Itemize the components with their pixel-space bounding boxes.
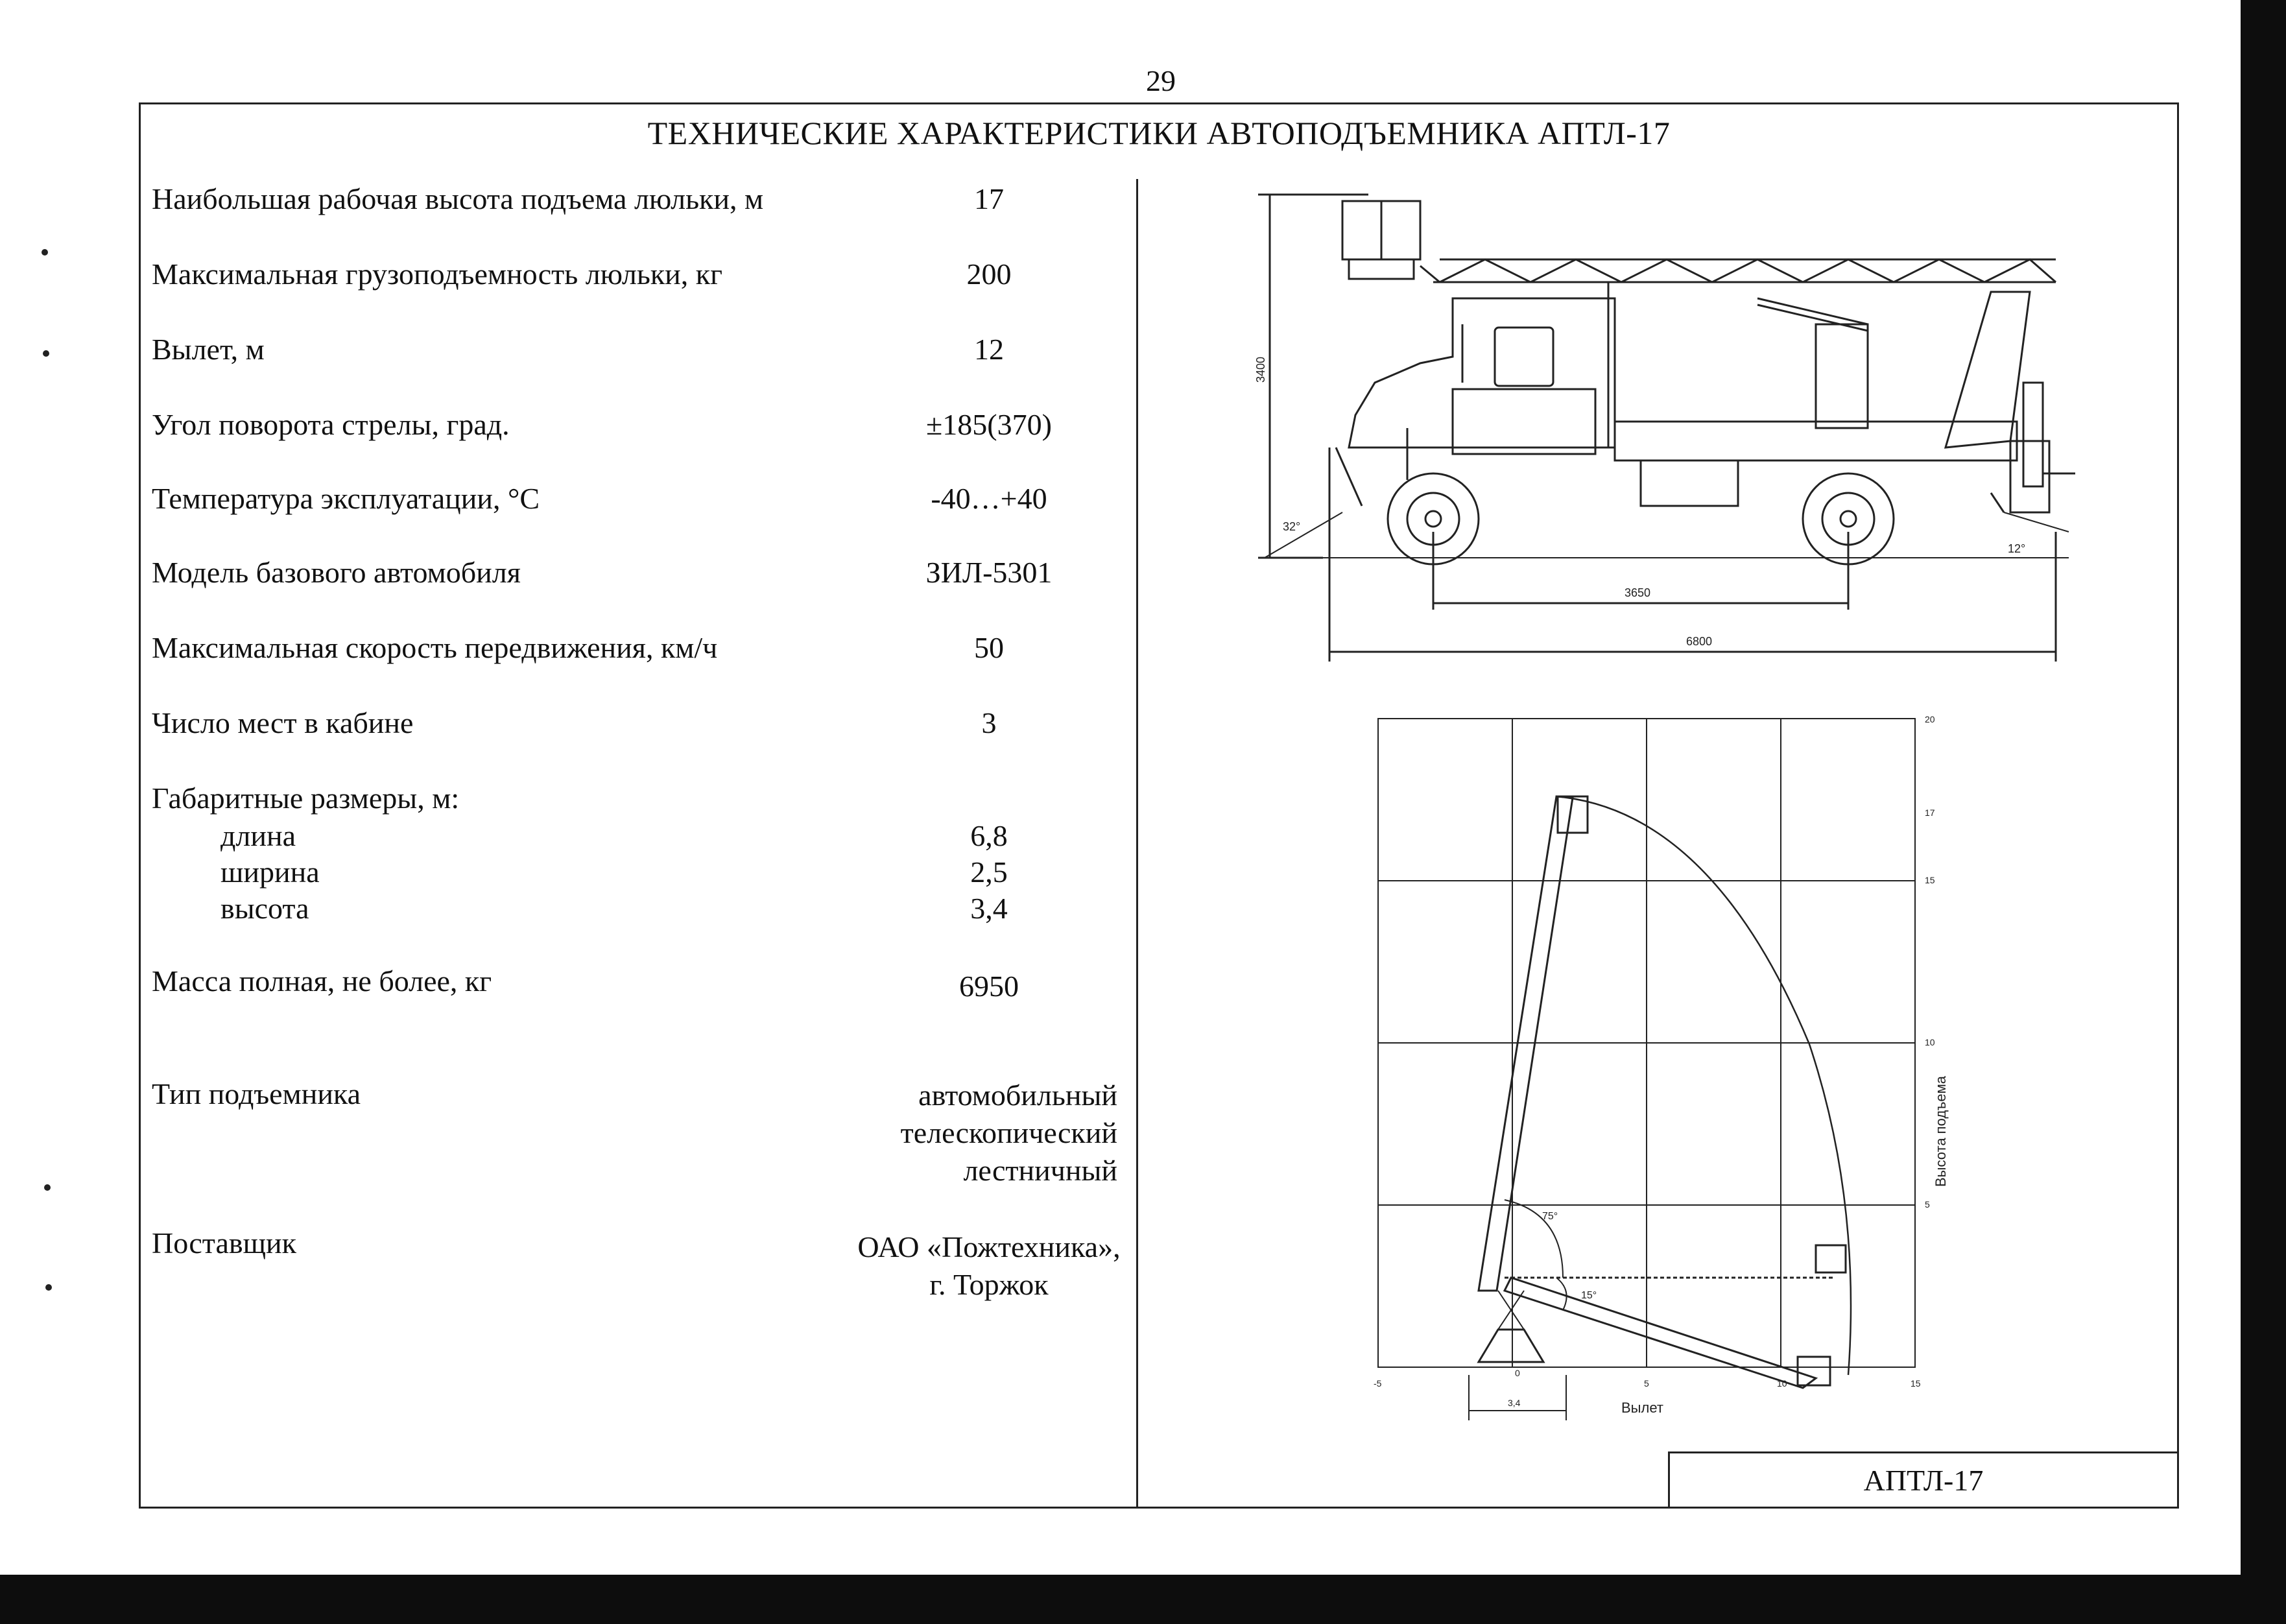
reach-envelope-curve: [1556, 795, 1852, 1376]
spec-label: Максимальная скорость передвижения, км/ч: [152, 631, 718, 664]
dimension-height-value: 3,4: [970, 892, 1008, 925]
height-dimension-label: 3400: [1254, 357, 1267, 383]
supplier-value: ОАО «Пожтехника», г. Торжок: [837, 1228, 1141, 1304]
truck-cab: [1348, 297, 1616, 449]
mass-label: Масса полная, не более, кг: [152, 964, 492, 997]
column-divider: [1136, 179, 1138, 1509]
lift-type-label: Тип подъемника: [152, 1077, 361, 1110]
spec-value: 17: [974, 182, 1004, 215]
margin-mark: [44, 1184, 51, 1191]
boom-angle-high-label: 75°: [1542, 1211, 1558, 1222]
spec-label: Наибольшая рабочая высота подъема люльки…: [152, 182, 764, 215]
x-axis-label: Вылет: [1621, 1400, 1663, 1416]
spec-value: 3: [981, 706, 997, 739]
model-title-block: [1668, 1451, 2179, 1509]
reach-chart: 75° 15° 20 17 15 10 5 Высота подъема -5 …: [1374, 714, 1949, 1420]
spec-value: 12: [974, 333, 1004, 366]
spec-label: Угол поворота стрелы, град.: [152, 408, 510, 441]
margin-mark: [45, 1284, 52, 1291]
page-number: 29: [1146, 64, 1176, 97]
y-tick-label: 17: [1925, 807, 1935, 818]
margin-mark: [42, 249, 48, 256]
lift-type-line: лестничный: [963, 1154, 1117, 1187]
scan-edge-bottom: [0, 1575, 2286, 1624]
lift-type-line: автомобильный: [918, 1079, 1117, 1112]
spec-value: -40…+40: [931, 482, 1047, 515]
approach-angle-label: 32°: [1283, 520, 1300, 533]
lift-type-value: автомобильный телескопический лестничный: [901, 1077, 1117, 1189]
x-tick-label: 15: [1911, 1378, 1921, 1389]
lift-type-line: телескопический: [900, 1116, 1117, 1149]
y-tick-label: 20: [1925, 714, 1935, 724]
length-dimension-label: 6800: [1686, 635, 1712, 648]
x-tick-label: 10: [1777, 1378, 1787, 1389]
spec-sheet-frame: [139, 102, 2179, 1509]
spec-label: Вылет, м: [152, 333, 265, 366]
supplier-line: ОАО «Пожтехника»,: [857, 1230, 1121, 1263]
base-dimension-label: 3,4: [1508, 1398, 1521, 1408]
boom-lowered: [1503, 1276, 1818, 1389]
x-tick-label: 0: [1515, 1368, 1520, 1378]
x-tick-label: -5: [1374, 1378, 1382, 1389]
spec-value: ±185(370): [926, 408, 1052, 441]
supplier-line: г. Торжок: [929, 1268, 1049, 1301]
mass-value: 6950: [959, 970, 1019, 1003]
boom-angle-low-label: 15°: [1581, 1290, 1597, 1301]
y-axis-label: Высота подъема: [1933, 1075, 1949, 1187]
y-tick-label: 10: [1925, 1037, 1935, 1047]
basket-raised: [1556, 795, 1589, 834]
dimension-width-label: ширина: [220, 855, 320, 889]
basket-horizontal: [1815, 1244, 1847, 1274]
spec-label: Модель базового автомобиля: [152, 556, 521, 589]
y-tick-label: 15: [1925, 875, 1935, 885]
model-title-label: АПТЛ-17: [1863, 1464, 1984, 1497]
boom-raised: [1477, 795, 1574, 1292]
supplier-label: Поставщик: [152, 1226, 296, 1260]
scan-edge-right: [2241, 0, 2286, 1624]
dimensions-label: Габаритные размеры, м:: [152, 782, 460, 815]
turret: [1815, 323, 1869, 429]
spec-label: Число мест в кабине: [152, 706, 414, 739]
x-tick-label: 5: [1644, 1378, 1649, 1389]
dimension-width-value: 2,5: [970, 855, 1008, 889]
dimension-height-label: высота: [220, 892, 309, 925]
basket-lowered: [1796, 1355, 1831, 1387]
spec-value: 50: [974, 631, 1004, 664]
spec-value: 200: [966, 257, 1012, 291]
dimension-length-value: 6,8: [970, 819, 1008, 852]
dimension-length-label: длина: [220, 819, 296, 852]
spec-value: ЗИЛ-5301: [925, 556, 1053, 589]
spec-label: Температура эксплуатации, °С: [152, 482, 540, 515]
spec-label: Максимальная грузоподъемность люльки, кг: [152, 257, 723, 291]
margin-mark: [43, 350, 49, 357]
y-tick-label: 5: [1925, 1199, 1930, 1210]
turret-base: [1477, 1328, 1545, 1363]
page-title: ТЕХНИЧЕСКИЕ ХАРАКТЕРИСТИКИ АВТОПОДЪЕМНИК…: [647, 115, 1671, 151]
truck-side-view-drawing: 3400 32° 12° 3650 6800: [1254, 193, 2075, 662]
departure-angle-label: 12°: [2008, 542, 2025, 555]
wheelbase-dimension-label: 3650: [1625, 586, 1650, 599]
